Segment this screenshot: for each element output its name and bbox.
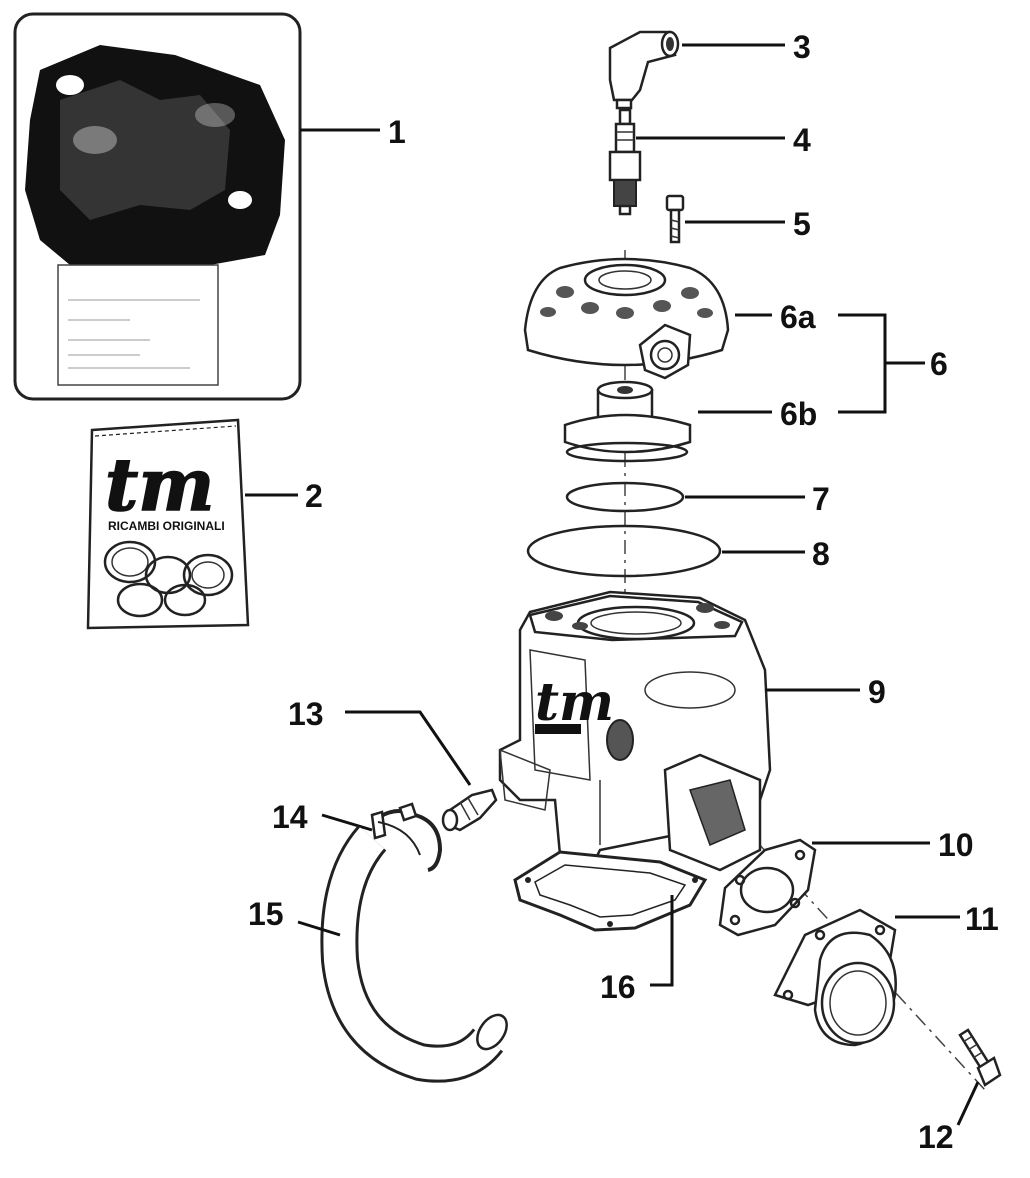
label-5: 5	[793, 206, 811, 242]
label-7: 7	[812, 481, 830, 517]
label-8: 8	[812, 536, 830, 572]
part-6b-head-insert	[563, 380, 692, 463]
part-11-intake-manifold	[773, 908, 897, 1047]
part-1-gasket-kit	[13, 12, 302, 401]
label-16: 16	[600, 969, 636, 1005]
part-15-water-hose	[320, 821, 508, 1083]
part-7-oring	[565, 481, 685, 513]
leader-15	[297, 920, 341, 937]
leader-12	[956, 1081, 980, 1126]
label-2: 2	[305, 478, 323, 514]
part-13-water-fitting	[441, 788, 498, 832]
part-4-spark-plug	[608, 108, 642, 216]
leader-13	[345, 710, 472, 786]
label-3: 3	[793, 29, 811, 65]
package-caption: RICAMBI ORIGINALI	[108, 519, 225, 533]
label-13: 13	[288, 696, 324, 732]
label-10: 10	[938, 827, 974, 863]
bracket-6	[838, 313, 925, 414]
label-9: 9	[868, 674, 886, 710]
label-14: 14	[272, 799, 308, 835]
part-16-base-gasket	[513, 850, 708, 932]
part-6a-cylinder-head	[523, 257, 730, 380]
label-15: 15	[248, 896, 284, 932]
part-2-oring-kit: tm RICAMBI ORIGINALI	[86, 418, 250, 630]
part-10-intake-gasket	[718, 838, 817, 937]
part-3-spark-plug-cap	[608, 30, 680, 110]
label-6: 6	[930, 346, 948, 382]
label-6b: 6b	[780, 396, 817, 432]
part-5-head-bolt	[665, 194, 685, 244]
part-8-oring	[526, 524, 722, 578]
part-9-cylinder: tm	[498, 590, 772, 872]
part-14-hose-clamp	[370, 802, 443, 872]
cylinder-brand-logo: tm	[535, 672, 614, 733]
package-brand-logo: tm	[105, 442, 214, 527]
part-12-manifold-bolt	[958, 1028, 1002, 1087]
leader-14	[321, 813, 373, 832]
leader-16	[650, 895, 674, 987]
label-11: 11	[965, 901, 999, 937]
label-12: 12	[918, 1119, 954, 1155]
label-1: 1	[388, 114, 406, 150]
label-4: 4	[793, 122, 811, 158]
label-6a: 6a	[780, 299, 816, 335]
